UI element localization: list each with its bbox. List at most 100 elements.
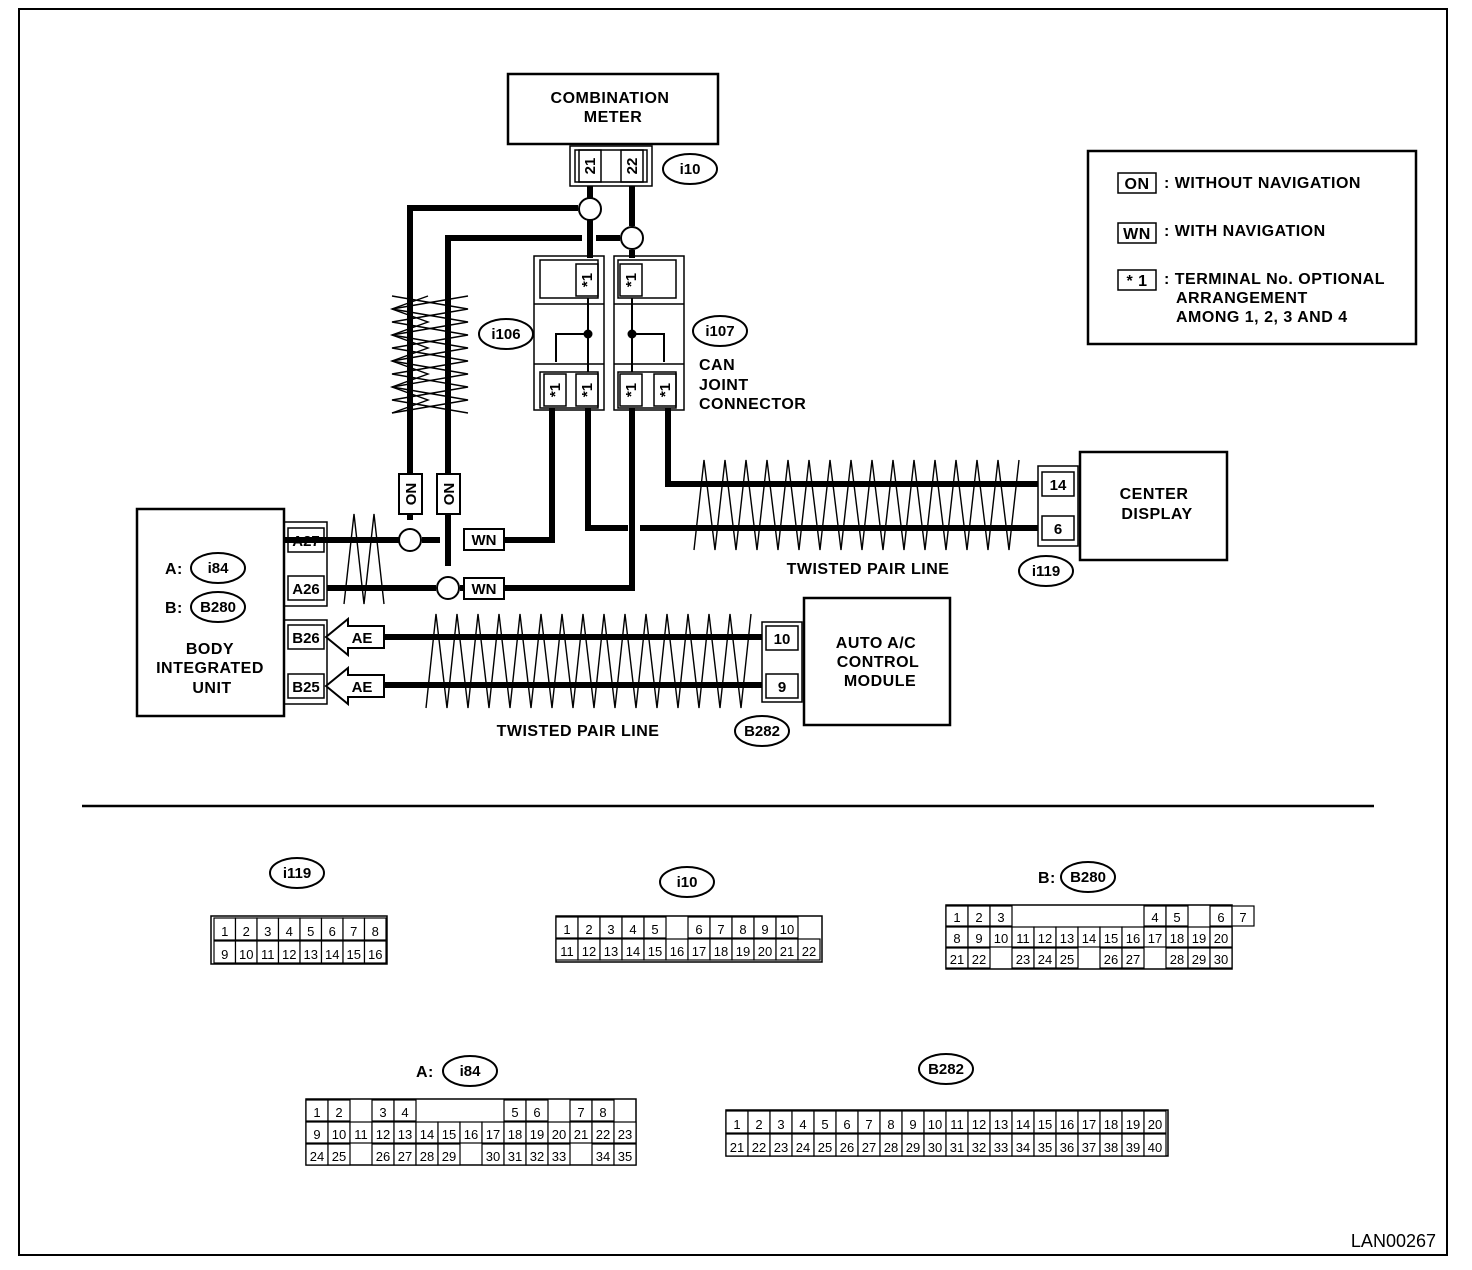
pin-cell <box>1165 905 1189 927</box>
twist-vertical <box>389 295 469 414</box>
pin-label: 14 <box>626 944 640 959</box>
i107-bottom-pin-2: *1 <box>657 383 674 397</box>
svg-text:CENTER: CENTER <box>1120 486 1189 503</box>
pin-label: 21 <box>730 1140 744 1155</box>
pin-label: 27 <box>862 1140 876 1155</box>
pin-cell <box>547 1143 571 1166</box>
connector-tag-i119: i119 <box>1018 555 1074 587</box>
pin-label: 9 <box>221 947 228 962</box>
pin-label: 4 <box>1151 910 1158 925</box>
svg-text:AE: AE <box>352 679 373 696</box>
svg-text:BODY: BODY <box>186 641 234 658</box>
pin-label: 9 <box>975 931 982 946</box>
legend-star-code: * 1 <box>1126 273 1147 290</box>
pin-label: 5 <box>511 1105 518 1120</box>
pin-label: 4 <box>286 924 293 939</box>
pin-label: 4 <box>799 1117 806 1132</box>
pin-cell <box>643 916 667 939</box>
pin-label: 20 <box>552 1127 566 1142</box>
svg-text:i119: i119 <box>1032 563 1060 580</box>
pin-label: 22 <box>596 1127 610 1142</box>
svg-text:ON: ON <box>441 483 458 506</box>
twisted-pair-label-upper: TWISTED PAIR LINE <box>787 561 950 578</box>
twisted-pair-label-lower: TWISTED PAIR LINE <box>497 723 660 740</box>
pin-label: 8 <box>599 1105 606 1120</box>
pin-label: 9 <box>909 1117 916 1132</box>
svg-text:DISPLAY: DISPLAY <box>1121 506 1192 523</box>
pin-label: 12 <box>282 947 296 962</box>
pin-label: 24 <box>310 1149 324 1164</box>
pin-label: 26 <box>840 1140 854 1155</box>
pin-label: 7 <box>350 924 357 939</box>
connector-tag-b282: B282 <box>734 715 790 747</box>
pin-label: 15 <box>1104 931 1118 946</box>
pin-label: 7 <box>717 922 724 937</box>
pin-label: 38 <box>1104 1140 1118 1155</box>
pinout-prefix-a: A: <box>416 1064 434 1081</box>
figure-id: LAN00267 <box>1351 1231 1436 1251</box>
svg-text:i106: i106 <box>491 326 520 343</box>
connector-tag-i106: i106 <box>478 318 534 350</box>
pin-label: 23 <box>618 1127 632 1142</box>
pin-label: 10 <box>994 931 1008 946</box>
pin-label: 18 <box>1170 931 1184 946</box>
pin-label: 23 <box>1016 952 1030 967</box>
pin-label: 29 <box>1192 952 1206 967</box>
pin-label: 37 <box>1082 1140 1096 1155</box>
pin-cell <box>775 916 799 939</box>
pin-label: 10 <box>239 947 253 962</box>
ae-arrow-2: AE <box>324 665 385 707</box>
legend-star-text-3: AMONG 1, 2, 3 AND 4 <box>1176 309 1348 326</box>
pinout-title-i10: i10 <box>677 874 698 891</box>
legend-on-text: : WITHOUT NAVIGATION <box>1164 175 1361 192</box>
svg-text:CONNECTOR: CONNECTOR <box>699 396 806 413</box>
terminal-b26: B26 <box>292 630 320 647</box>
svg-text:UNIT: UNIT <box>192 680 231 697</box>
pin-label: 5 <box>1173 910 1180 925</box>
pin-cell <box>393 1099 417 1122</box>
legend-star-text-1: : TERMINAL No. OPTIONAL <box>1164 271 1385 288</box>
pin-label: 13 <box>604 944 618 959</box>
pin-label: 16 <box>1060 1117 1074 1132</box>
body-prefix-b: B: <box>165 600 183 617</box>
pin-label: 20 <box>1148 1117 1162 1132</box>
pin-label: 22 <box>802 944 816 959</box>
pin-label: 22 <box>752 1140 766 1155</box>
splices <box>398 197 644 600</box>
pin-label: 25 <box>1060 952 1074 967</box>
legend-wn-code: WN <box>1123 226 1151 243</box>
pin-label: 18 <box>1104 1117 1118 1132</box>
pin-label: 26 <box>1104 952 1118 967</box>
svg-text:AUTO A/C: AUTO A/C <box>836 635 916 652</box>
meter-connector: 21 22 <box>569 145 653 187</box>
terminal-a27: A27 <box>292 533 320 550</box>
pin-label: 5 <box>651 922 658 937</box>
pin-label: 27 <box>398 1149 412 1164</box>
pin-label: 22 <box>972 952 986 967</box>
pin-label: 19 <box>1192 931 1206 946</box>
pin-label: 11 <box>354 1127 368 1142</box>
pin-label: 2 <box>335 1105 342 1120</box>
pinout-prefix-b: B: <box>1038 870 1056 887</box>
pin-label: 29 <box>442 1149 456 1164</box>
svg-text:WN: WN <box>472 532 497 549</box>
pinout-title-i119: i119 <box>283 865 311 882</box>
pin-label: 10 <box>928 1117 942 1132</box>
cd-pin-14: 14 <box>1050 477 1067 494</box>
meter-pin-21: 21 <box>582 158 599 175</box>
pin-cell <box>437 1143 461 1166</box>
svg-text:WN: WN <box>472 581 497 598</box>
connector-tag-i10: i10 <box>662 153 718 185</box>
svg-text:i107: i107 <box>705 323 734 340</box>
pin-label: 23 <box>774 1140 788 1155</box>
on-marker-1: ON <box>398 473 423 515</box>
pin-label: 36 <box>1060 1140 1074 1155</box>
svg-text:AE: AE <box>352 630 373 647</box>
legend-wn-text: : WITH NAVIGATION <box>1164 223 1326 240</box>
pin-label: 25 <box>818 1140 832 1155</box>
pin-cell <box>363 917 387 941</box>
combination-meter: COMBINATION METER <box>506 72 720 146</box>
pin-label: 13 <box>1060 931 1074 946</box>
